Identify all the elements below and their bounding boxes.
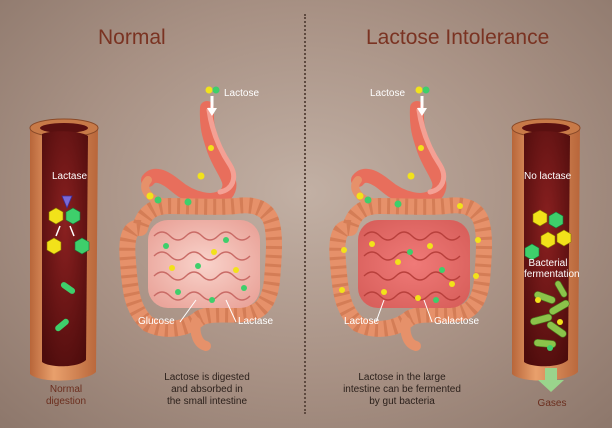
galactose-molecule-icon [46,237,62,255]
bacterial-fermentation-label: Bacterial fermentation [524,258,580,280]
intolerance-caption-line3: by gut bacteria [369,396,435,407]
normal-caption-line2: and absorbed in [171,384,243,395]
normal-tube-caption: Normal digestion [36,384,96,408]
undigested-lactose-icons [524,209,572,261]
intolerance-intestine-tube [511,118,581,392]
fermentation-line1: Bacterial [528,258,568,269]
normal-caption: Lactose is digested and absorbed in the … [150,372,264,408]
normal-caption-line1: Lactose is digested [164,372,250,383]
normal-tube-caption-line2: digestion [45,396,87,407]
lactose-molecule-icon [48,207,64,225]
galactose-pointer-label: Galactose [434,316,480,327]
normal-caption-line3: the small intestine [166,396,248,407]
glucose-pointer-label: Glucose [138,316,175,327]
normal-title: Normal [98,26,166,49]
fermentation-line2: fermentation [524,269,580,280]
intolerance-small-intestine [358,220,470,308]
intolerance-stomach [351,101,447,207]
lactase-enzyme-icon [61,195,73,210]
normal-digestive-tract [119,86,282,351]
lactase-pointer-label: Lactase [238,316,274,327]
no-lactase-label: No lactase [524,171,572,182]
gases-label: Gases [537,398,567,409]
intolerance-digestive-tract [329,86,492,351]
normal-large-intestine [119,197,282,337]
normal-tube-lactase-label: Lactase [52,171,88,182]
gut-bacteria-icons [530,280,570,348]
intolerance-title: Lactose Intolerance [366,26,550,49]
intolerance-lactose-input-label: Lactose [370,88,406,99]
normal-tube-caption-line1: Normal [49,384,83,395]
normal-lactose-input-label: Lactose [224,88,260,99]
normal-stomach [141,101,237,207]
intolerance-caption-line1: Lactose in the large [358,372,446,383]
normal-intestine-tube [29,118,99,381]
glucose-molecule-icon [74,237,90,255]
intolerance-large-intestine [329,197,492,337]
gases-arrow-icon [538,368,564,392]
panel-divider [304,14,306,414]
normal-small-intestine [148,220,260,308]
lactose-pointer-label: Lactose [344,316,380,327]
intolerance-caption: Lactose in the large intestine can be fe… [340,372,464,408]
intolerance-caption-line2: intestine can be fermented [343,384,461,395]
